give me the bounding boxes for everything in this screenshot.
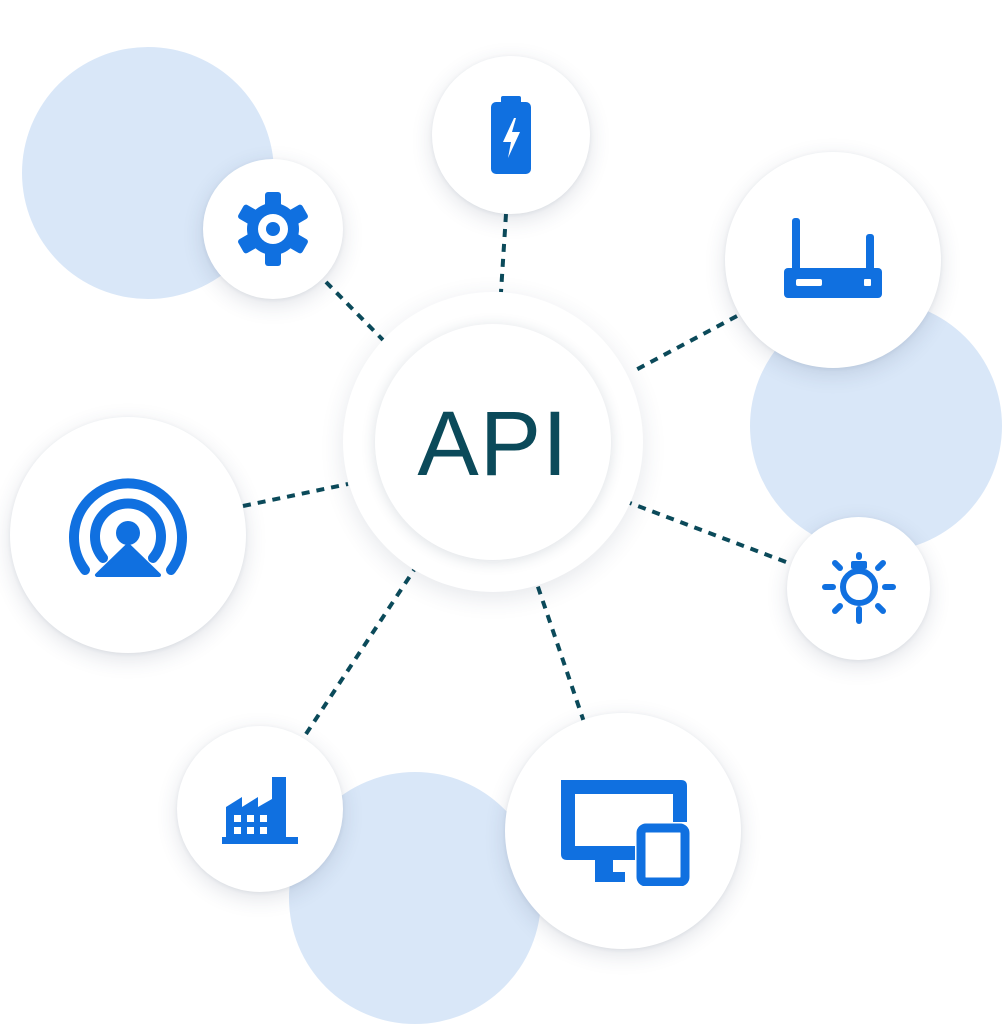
- factory-icon: [222, 777, 298, 844]
- broadcast-node: [10, 417, 246, 653]
- api-hub-label: API: [417, 393, 569, 495]
- settings-node: [203, 159, 343, 299]
- factory-node: [177, 726, 343, 892]
- connector-devices: [535, 583, 586, 723]
- connector-battery: [499, 213, 508, 293]
- battery-node: [432, 56, 590, 214]
- router-node: [725, 152, 941, 368]
- connector-factory: [304, 568, 416, 736]
- light-node: [787, 517, 930, 660]
- broadcast-tower-icon: [69, 478, 187, 577]
- devices-icon: [561, 780, 690, 886]
- connector-router: [631, 314, 738, 374]
- gear-icon: [238, 192, 308, 266]
- connector-settings: [324, 280, 385, 342]
- battery-charging-icon: [491, 96, 531, 174]
- connector-light: [629, 501, 787, 564]
- devices-node: [505, 713, 741, 949]
- router-icon: [784, 218, 882, 298]
- connector-broadcast: [242, 482, 349, 508]
- light-bulb-icon: [821, 551, 896, 624]
- api-hub: API: [375, 324, 611, 560]
